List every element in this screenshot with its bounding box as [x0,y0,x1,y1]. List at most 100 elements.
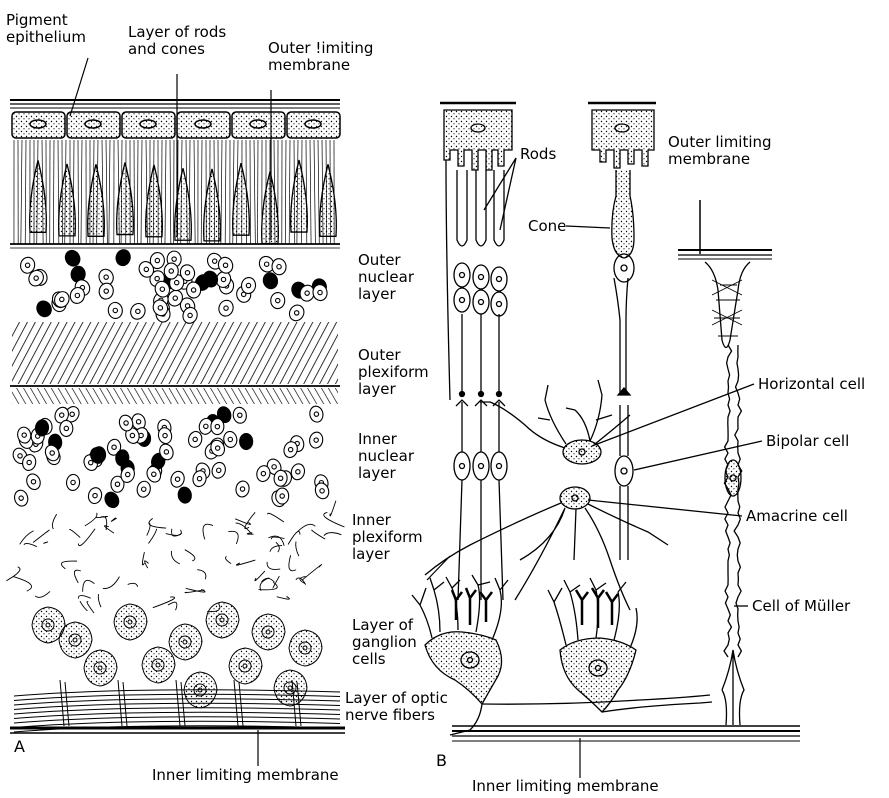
fiber-line [78,140,79,244]
rod-bipolar-nucleolus [497,464,502,469]
fiber-line [137,140,138,244]
plexiform-fiber [296,542,299,557]
outer-nuclear-layer-cells [19,248,328,325]
photoreceptor-segment [262,171,279,243]
rod-nucleolus-lower [479,300,484,305]
outer-nucleus [63,248,83,269]
photoreceptor-segment [146,165,163,237]
fiber-line [53,140,54,244]
plexiform-fiber [330,501,336,516]
label-ganglion-cells: Layer of ganglion cells [352,617,417,668]
label-inner-plexiform-layer: Inner plexiform layer [352,512,423,563]
rod-nucleolus [479,275,484,280]
plexiform-fiber [78,529,95,546]
plexiform-fiber [185,550,195,561]
label-inner-limiting-b: Inner limiting membrane [472,778,659,795]
inner-nucleus [211,418,225,434]
plexiform-fiber [262,578,275,582]
plexiform-fiber [203,524,213,539]
ganglion-cell [84,650,117,686]
rod-nucleus-lower [454,288,470,312]
rod-bipolar-cell [454,452,470,480]
label-outer-nuclear-layer: Outer nuclear layer [358,252,414,303]
cone-bipolar-cell [615,405,633,560]
plexiform-fiber [24,543,37,546]
outer-nucleus [34,299,54,320]
plexiform-fiber [69,529,80,537]
plexiform-fiber [197,570,206,580]
rod-nucleus-lower [491,292,507,316]
pigment-cell [67,112,120,138]
cone-cell [612,170,634,395]
ganglion-cell [169,624,202,660]
plexiform-fiber [85,513,97,526]
plexiform-fiber [87,602,94,613]
label-rods-cones-layer: Layer of rods and cones [128,24,226,58]
plexiform-fiber [247,533,253,534]
fiber-line [310,140,311,244]
ganglion-cell-right [548,578,712,712]
bipolar-axon-terminals [452,588,618,628]
rod-nucleus [473,265,489,289]
fiber-line [81,140,82,244]
inner-nucleus [177,486,192,504]
fiber-line [109,140,110,244]
fiber-line [225,140,226,244]
plexiform-fiber [6,567,20,581]
fiber-line [134,140,135,244]
plexiform-fiber [260,578,269,591]
plexiform-fiber [255,571,265,581]
label-horizontal-cell: Horizontal cell [758,376,865,393]
photoreceptor-segment [291,160,308,232]
inner-nucleus [87,486,103,505]
plexiform-fiber [225,556,231,563]
inner-nucleus [232,406,248,424]
inner-nuclear-layer-cells [10,404,330,510]
plexiform-fiber [289,555,296,570]
plexiform-fiber [142,552,144,565]
plexiform-fiber [74,570,80,583]
muller-stem-left [724,345,732,657]
plexiform-fiber [302,564,322,580]
ganglion-cell [142,647,175,683]
fiber-line [254,140,255,244]
plexiform-fiber [311,530,325,539]
fiber-line [289,140,290,244]
panel-a-retina-section [6,100,345,766]
rod-nucleus-lower [473,290,489,314]
plexiform-fiber [61,561,77,569]
plexiform-fiber [80,601,87,611]
label-outer-limiting-a: Outer !imiting membrane [268,40,373,74]
rod-bipolar-axon [499,480,503,600]
inner-nucleus [240,433,253,449]
optic-fiber-cross [60,680,69,726]
inner-nucleus [308,431,324,449]
inner-plexiform-fibers [6,501,344,613]
inner-nucleus [136,480,152,498]
plexiform-fiber [128,583,138,586]
plexiform-fiber [13,577,31,592]
inner-nucleus [60,420,73,436]
label-bipolar-cell: Bipolar cell [766,433,849,450]
outer-nucleus [128,301,148,321]
rod-spherule [479,392,484,397]
fiber-line [21,140,22,244]
rod-nucleolus [497,277,502,282]
plexiform-fiber [228,531,238,544]
plexiform-fiber [111,518,116,522]
plexiform-fiber [148,529,156,544]
rod-nucleolus-lower [497,302,502,307]
rod-cells [446,160,507,600]
plexiform-fiber [271,537,284,539]
outer-nucleus [107,302,123,319]
label-rods: Rods [520,146,556,163]
rod-nucleolus [460,273,465,278]
ganglion-cell [274,670,307,706]
photoreceptor-segment [117,163,134,235]
plexiform-fiber [236,560,255,565]
inner-nucleus [102,490,121,510]
inner-nucleus [235,480,250,498]
pigment-cell [287,112,340,138]
rod-spherule [497,392,502,397]
fiber-line [25,140,26,244]
